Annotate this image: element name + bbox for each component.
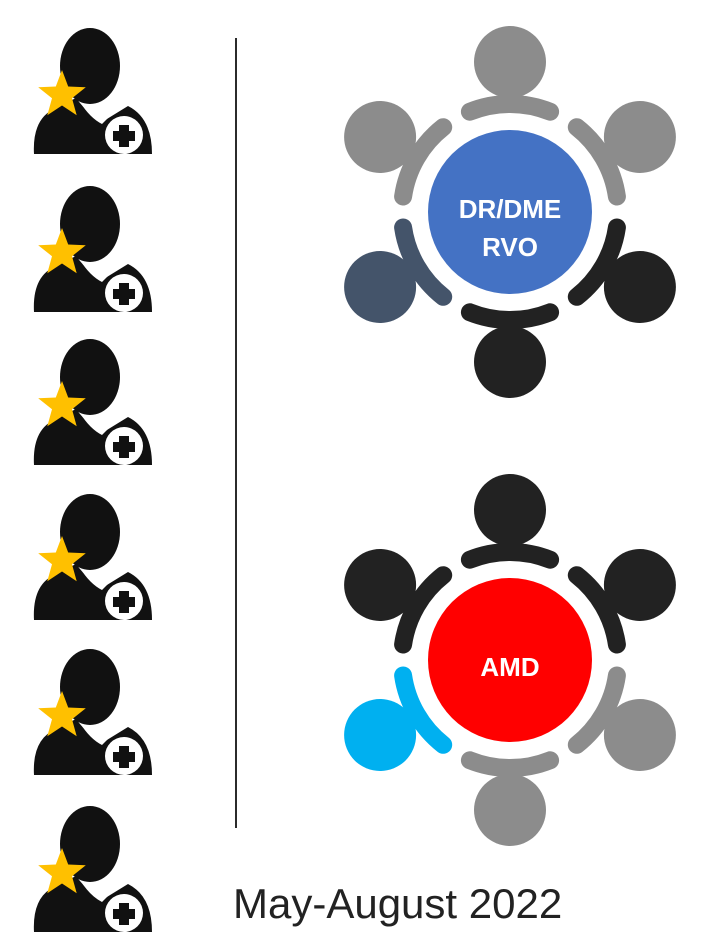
head bbox=[60, 28, 120, 104]
plus-icon bbox=[113, 903, 135, 925]
member-arm bbox=[394, 118, 453, 206]
plus-icon bbox=[113, 283, 135, 305]
dr-dme-rvo-label: DR/DME RVO bbox=[458, 194, 562, 262]
member-arm bbox=[460, 94, 560, 121]
head bbox=[60, 494, 120, 570]
member-arm bbox=[460, 751, 560, 778]
star-icon bbox=[38, 381, 86, 427]
expert-icon bbox=[24, 488, 154, 623]
center-circle bbox=[428, 578, 592, 742]
member-arm bbox=[460, 303, 560, 330]
star-icon bbox=[38, 228, 86, 274]
star-icon bbox=[38, 536, 86, 582]
plus-icon bbox=[113, 125, 135, 147]
head bbox=[60, 339, 120, 415]
member-head bbox=[344, 699, 417, 771]
star-icon bbox=[38, 70, 86, 116]
expert-icon bbox=[24, 800, 154, 935]
amd-meeting-diagram bbox=[344, 474, 676, 846]
center-circle bbox=[428, 130, 592, 294]
member-head bbox=[474, 26, 546, 98]
plus-icon bbox=[113, 746, 135, 768]
doctor-icon bbox=[33, 649, 152, 775]
doctor-icon bbox=[33, 339, 152, 465]
member-arm bbox=[567, 566, 626, 654]
expert-panel-column bbox=[0, 0, 200, 932]
member-head bbox=[603, 699, 676, 771]
head bbox=[60, 806, 120, 882]
head bbox=[60, 649, 120, 725]
member-arm bbox=[567, 118, 626, 206]
star-icon bbox=[38, 691, 86, 737]
member-arm bbox=[460, 542, 560, 569]
expert-icon bbox=[24, 180, 154, 315]
member-arm bbox=[394, 566, 453, 654]
member-arm bbox=[567, 666, 626, 754]
member-head bbox=[344, 101, 417, 173]
dr-dme-rvo-group: DR/DME RVO bbox=[320, 22, 700, 402]
dr-dme-rvo-meeting-diagram bbox=[344, 26, 676, 398]
member-arm bbox=[394, 666, 453, 754]
doctor-icon bbox=[33, 186, 152, 312]
member-head bbox=[344, 549, 417, 621]
plus-icon bbox=[113, 436, 135, 458]
doctor-icon bbox=[33, 806, 152, 932]
plus-icon bbox=[113, 591, 135, 613]
member-head bbox=[474, 774, 546, 846]
member-arm bbox=[567, 218, 626, 306]
date-caption: May-August 2022 bbox=[233, 880, 563, 927]
member-head bbox=[603, 101, 676, 173]
amd-label: AMD bbox=[480, 652, 540, 682]
vertical-divider bbox=[235, 38, 237, 828]
member-head bbox=[603, 549, 676, 621]
member-head bbox=[474, 474, 546, 546]
star-icon bbox=[38, 848, 86, 894]
doctor-icon bbox=[33, 494, 152, 620]
expert-icon bbox=[24, 22, 154, 157]
member-arm bbox=[394, 218, 453, 306]
expert-icon bbox=[24, 643, 154, 778]
amd-group: AMD bbox=[320, 470, 700, 850]
member-head bbox=[344, 251, 417, 323]
doctor-icon bbox=[33, 28, 152, 154]
member-head bbox=[474, 326, 546, 398]
expert-icon bbox=[24, 333, 154, 468]
head bbox=[60, 186, 120, 262]
member-head bbox=[603, 251, 676, 323]
